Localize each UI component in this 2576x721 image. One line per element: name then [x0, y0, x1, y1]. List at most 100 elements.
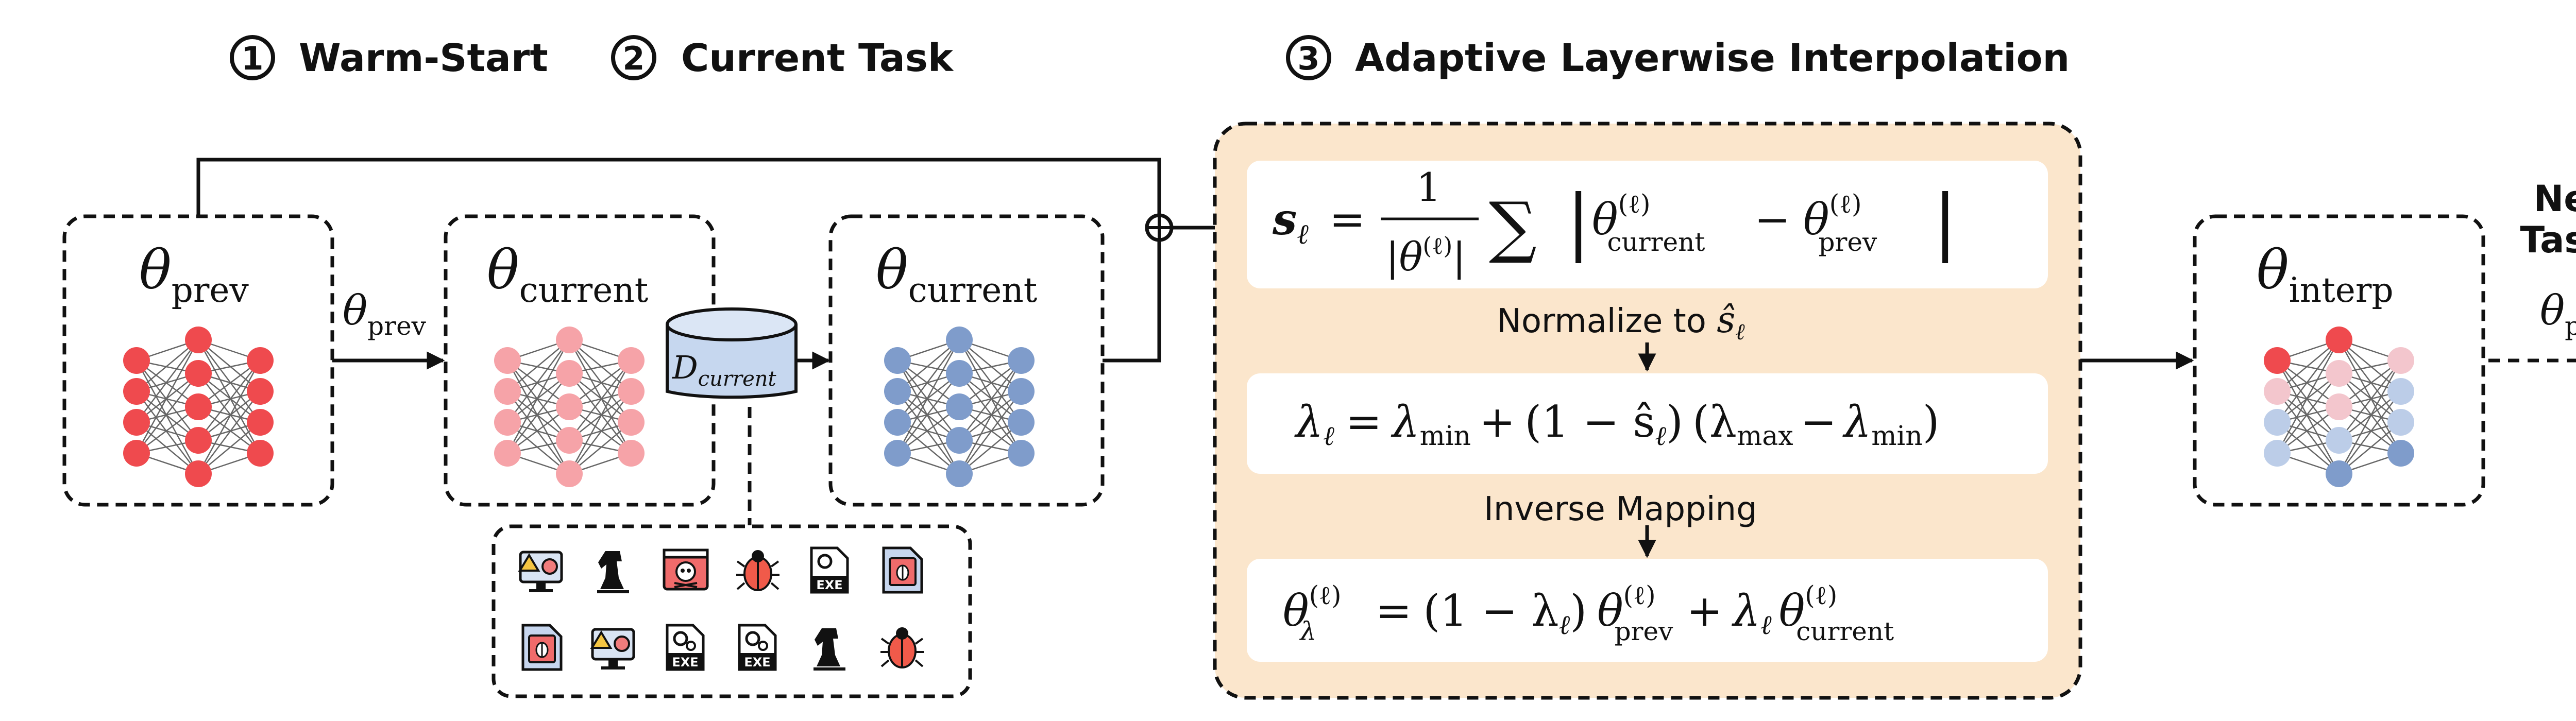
network-edge: [959, 391, 1022, 474]
lambda-formula: λℓ=λmin+(1 − ŝℓ)(λmax−λmin): [1294, 397, 1939, 452]
cylinder-body: [666, 324, 798, 399]
network-node: [2387, 347, 2414, 374]
neural-network-icon: [2264, 327, 2414, 487]
current-to-junction-line: [1103, 238, 1161, 363]
network-node: [123, 409, 150, 436]
network-node: [1008, 347, 1035, 374]
network-edge: [136, 360, 199, 441]
lambda-equation-box: [1247, 373, 2048, 474]
network-edge: [198, 373, 261, 454]
network-edge: [897, 360, 960, 441]
plus-junction: [1145, 213, 1174, 242]
header-label: Warm-Start: [299, 36, 548, 80]
bug-icon: [880, 627, 924, 668]
neural-network-icon: [494, 327, 645, 487]
network-edge: [959, 422, 1022, 474]
exe-label: EXE: [816, 578, 842, 592]
edge-label-theta-prev: θprev: [343, 286, 427, 341]
network-node: [185, 393, 212, 420]
network-edge: [2338, 373, 2401, 454]
normalize-step: Normalize to ŝℓ: [1497, 299, 1745, 372]
exe-gear-file-icon: EXE: [738, 624, 777, 671]
sum-sign: ∑: [1489, 187, 1537, 266]
network-node: [123, 378, 150, 405]
score-lhs: sℓ: [1272, 194, 1309, 250]
network-node: [2326, 327, 2352, 353]
network-edge: [2277, 373, 2340, 454]
network-node: [556, 460, 583, 487]
score-equation-box: [1247, 161, 2048, 288]
network-node: [2326, 393, 2352, 420]
network-edge: [2338, 422, 2401, 474]
trojan-horse-icon: [597, 551, 629, 593]
network-edge: [197, 339, 261, 454]
header-label: Current Task: [681, 36, 954, 80]
network-edge: [2277, 339, 2340, 392]
network-edge: [506, 339, 570, 454]
network-node: [494, 378, 521, 405]
network-edge: [959, 373, 1022, 454]
network-node: [247, 409, 274, 436]
network-edge: [136, 391, 199, 474]
network-edge: [197, 360, 261, 474]
network-node: [2387, 378, 2414, 405]
network-node: [123, 440, 150, 467]
network-edge: [2276, 339, 2340, 454]
network-node: [2326, 427, 2352, 454]
skull-window-icon: [663, 548, 709, 591]
network-node: [618, 409, 645, 436]
step-number-circle: [1286, 35, 1331, 80]
network-edge: [2338, 339, 2402, 454]
network-node: [884, 378, 911, 405]
network-edge: [2338, 339, 2401, 423]
network-node: [2264, 440, 2291, 467]
next-task-line-1: Next: [2534, 178, 2576, 220]
step-number: 3: [1297, 40, 1319, 77]
network-edge: [507, 360, 570, 441]
exe-gear-file-icon: EXE: [666, 624, 705, 671]
network-node: [946, 460, 973, 487]
network-edge: [958, 339, 1022, 454]
network-node: [556, 393, 583, 420]
network-node: [1008, 440, 1035, 467]
monitor-alert-icon: [518, 551, 563, 592]
network-edge: [507, 339, 570, 423]
score-equation: sℓ = 1 |θ(ℓ)| ∑ | θ(ℓ)current − θ(ℓ)prev…: [1272, 164, 1957, 280]
score-equals: =: [1329, 194, 1365, 245]
abs-close: |: [1933, 180, 1957, 264]
network-node: [556, 327, 583, 353]
header-adaptive-interpolation: 3 Adaptive Layerwise Interpolation: [1286, 35, 2070, 80]
header-warm-start: 1 Warm-Start: [230, 35, 548, 80]
network-node: [618, 440, 645, 467]
network-edge: [2338, 391, 2401, 474]
box-title: θinterp: [2257, 238, 2394, 310]
score-term-prev: θ(ℓ)prev: [1803, 189, 1877, 257]
interpolation-panel: sℓ = 1 |θ(ℓ)| ∑ | θ(ℓ)current − θ(ℓ)prev…: [1213, 122, 2082, 700]
inverse-mapping-label: Inverse Mapping: [1484, 490, 1757, 528]
monitor-alert-icon: [590, 628, 635, 670]
network-node: [494, 409, 521, 436]
network-edge: [136, 373, 199, 454]
network-node: [185, 460, 212, 487]
network-node: [2264, 409, 2291, 436]
network-edge: [506, 360, 570, 474]
network-edge: [135, 339, 199, 454]
network-node: [884, 347, 911, 374]
trojan-horse-icon: [814, 628, 845, 671]
network-edge: [198, 422, 261, 474]
network-node: [494, 347, 521, 374]
network-edge: [136, 339, 199, 423]
exe-file-icon: EXE: [810, 546, 849, 594]
header-current-task: 2 Current Task: [611, 35, 954, 80]
bug-icon: [736, 550, 779, 591]
network-node: [2264, 347, 2291, 374]
normalize-label: Normalize to ŝℓ: [1497, 299, 1745, 345]
box-title: θcurrent: [876, 238, 1037, 310]
network-node: [556, 360, 583, 387]
score-minus: −: [1754, 194, 1790, 245]
skip-connection-line: [196, 158, 1161, 217]
